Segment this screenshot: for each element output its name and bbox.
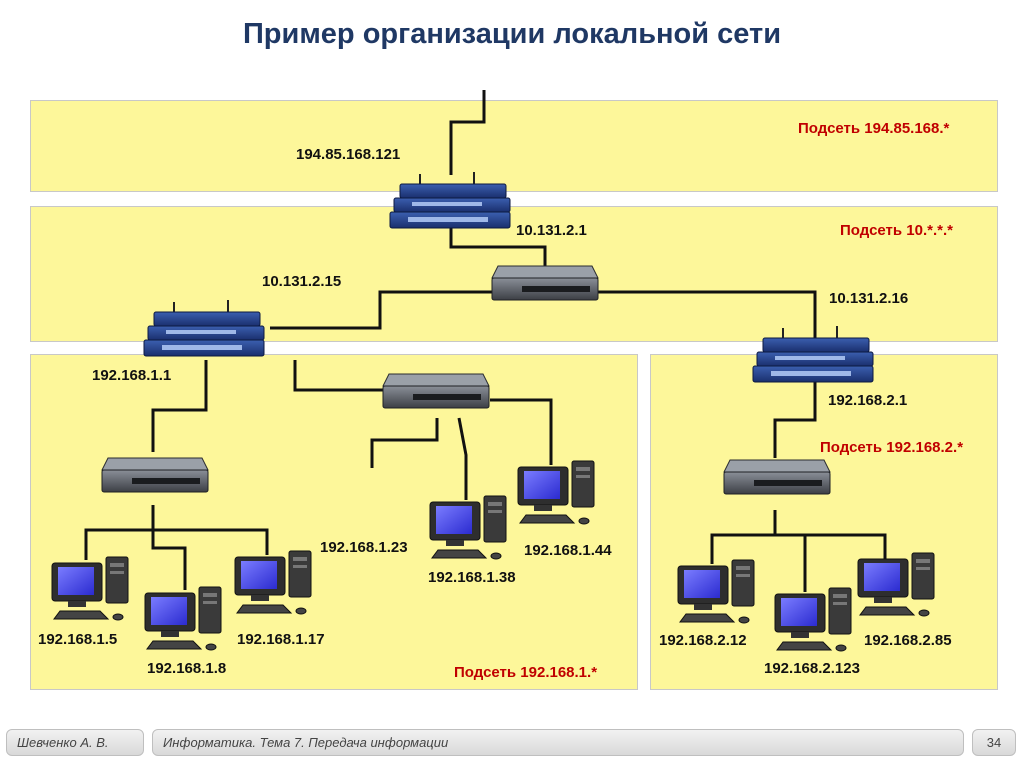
subnet-zone-right [650,354,998,690]
pc-192-168-2-85 [857,552,935,617]
switch-subnet-1-a [382,373,490,409]
pc-192-168-1-5 [51,556,129,621]
addr-router-gateway-external: 194.85.168.121 [296,146,401,163]
switch-core [491,265,599,301]
addr-router-subnet-2-internal: 192.168.2.1 [828,392,908,409]
pc-192-168-2-123 [774,587,852,652]
subnet-label-right: Подсеть 192.168.2.* [820,439,964,456]
addr-pc-2-123: 192.168.2.123 [764,660,860,677]
addr-pc-1-23: 192.168.1.23 [320,539,408,556]
addr-router-gateway-internal: 10.131.2.1 [516,222,587,239]
addr-router-subnet-1-internal: 192.168.1.1 [92,367,172,384]
router-subnet-2 [752,325,874,383]
footer-page-number: 34 [972,729,1016,756]
addr-pc-2-85: 192.168.2.85 [864,632,952,649]
addr-pc-2-12: 192.168.2.12 [659,632,747,649]
footer-course: Информатика. Тема 7. Передача информации [152,729,964,756]
network-cables [84,90,887,592]
addr-pc-1-5: 192.168.1.5 [38,631,118,648]
addr-router-subnet-1-external: 10.131.2.15 [262,273,342,290]
pc-192-168-1-44 [517,460,595,525]
pc-192-168-1-17 [234,550,312,615]
switch-subnet-2 [723,459,831,495]
pc-192-168-1-8 [144,586,222,651]
subnet-label-left: Подсеть 192.168.1.* [454,664,598,681]
subnet-label-top: Подсеть 194.85.168.* [798,120,950,137]
router-subnet-1 [143,299,265,357]
router-gateway [389,171,511,229]
addr-pc-1-38: 192.168.1.38 [428,569,516,586]
addr-pc-1-44: 192.168.1.44 [524,542,612,559]
subnet-zone-top [30,100,998,192]
footer-author: Шевченко А. В. [6,729,144,756]
pc-192-168-2-12 [677,559,755,624]
subnet-label-middle: Подсеть 10.*.*.* [840,222,953,239]
switch-subnet-1-b [101,457,209,493]
page-title: Пример организации локальной сети [242,18,782,50]
pc-192-168-1-38 [429,495,507,560]
addr-router-subnet-2-external: 10.131.2.16 [829,290,909,307]
addr-pc-1-17: 192.168.1.17 [237,631,325,648]
addr-pc-1-8: 192.168.1.8 [147,660,227,677]
